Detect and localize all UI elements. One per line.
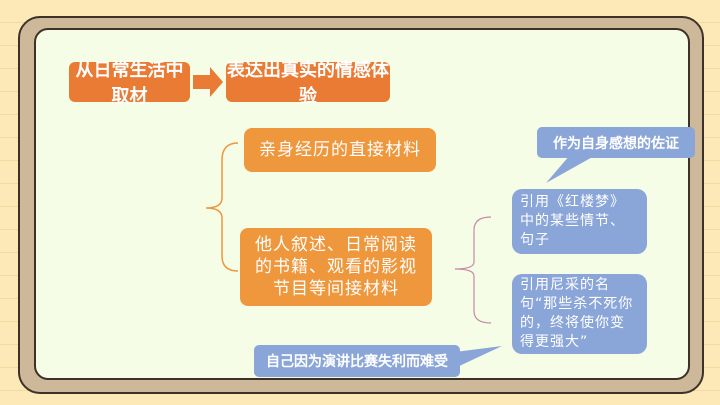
orange-brace (205, 142, 239, 272)
example-hongloumeng: 引用《红楼梦》中的某些情节、句子 (512, 189, 647, 254)
indirect-material-box: 他人叙述、日常阅读的书籍、观看的影视节目等间接材料 (240, 228, 432, 306)
source-box: 从日常生活中取材 (69, 60, 190, 107)
evidence-callout: 作为自身感想的佐证 (537, 127, 695, 158)
right-arrow-icon (193, 67, 223, 97)
purple-brace (454, 216, 492, 324)
callout-tail-bottom (455, 346, 502, 368)
callout-tail-top (546, 155, 596, 183)
example-nietzsche: 引用尼采的名句“那些杀不死你的，终将使你变得更强大” (512, 274, 647, 354)
direct-material-box: 亲身经历的直接材料 (244, 128, 436, 172)
event-callout: 自己因为演讲比赛失利而难受 (254, 345, 460, 377)
result-box: 表达出真实的情感体验 (226, 60, 390, 107)
